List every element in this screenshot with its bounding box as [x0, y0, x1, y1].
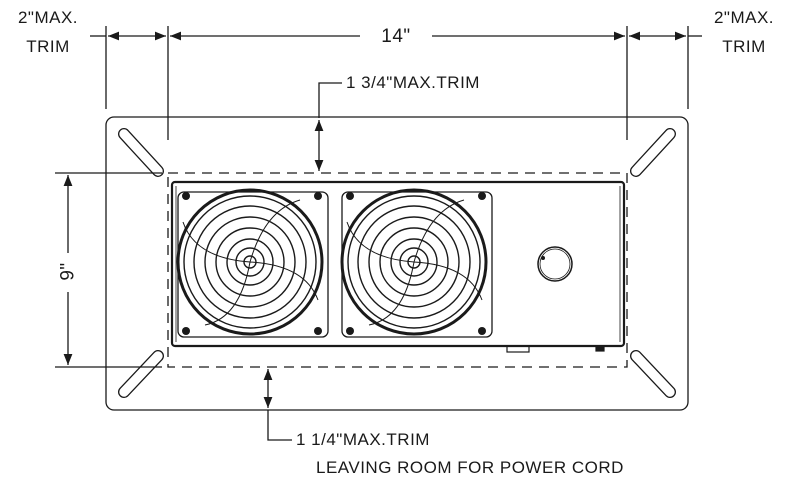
corner-slot-bottom-left	[118, 350, 164, 398]
cutout-dashed-outline	[167, 172, 628, 368]
fan-unit-housing	[170, 180, 626, 348]
corner-slot-bottom-right	[630, 350, 676, 398]
control-knob-icon	[537, 246, 573, 282]
fan-right	[340, 188, 493, 338]
bottom-trim-label: 1 1/4"MAX.TRIM	[296, 430, 430, 449]
leader-top-trim	[318, 82, 342, 118]
corner-slot-top-left	[118, 128, 164, 177]
right-trim-label-line2: TRIM	[722, 37, 766, 56]
left-trim-label-line2: TRIM	[26, 37, 70, 56]
power-cord-clip	[595, 345, 605, 352]
width-dimension-label: 14"	[381, 26, 411, 47]
bottom-note-label: LEAVING ROOM FOR POWER CORD	[316, 458, 624, 477]
left-trim-label-line1: 2"MAX.	[17, 8, 79, 27]
corner-slot-top-right	[630, 128, 676, 177]
fan-left	[176, 188, 329, 338]
power-cord-outlet	[506, 345, 530, 353]
leader-bottom-trim	[267, 410, 292, 441]
top-trim-label: 1 3/4"MAX.TRIM	[346, 73, 480, 92]
trim-plate	[105, 116, 689, 411]
height-dimension-label: 9"	[57, 262, 79, 281]
right-trim-label-line1: 2"MAX.	[713, 8, 775, 27]
